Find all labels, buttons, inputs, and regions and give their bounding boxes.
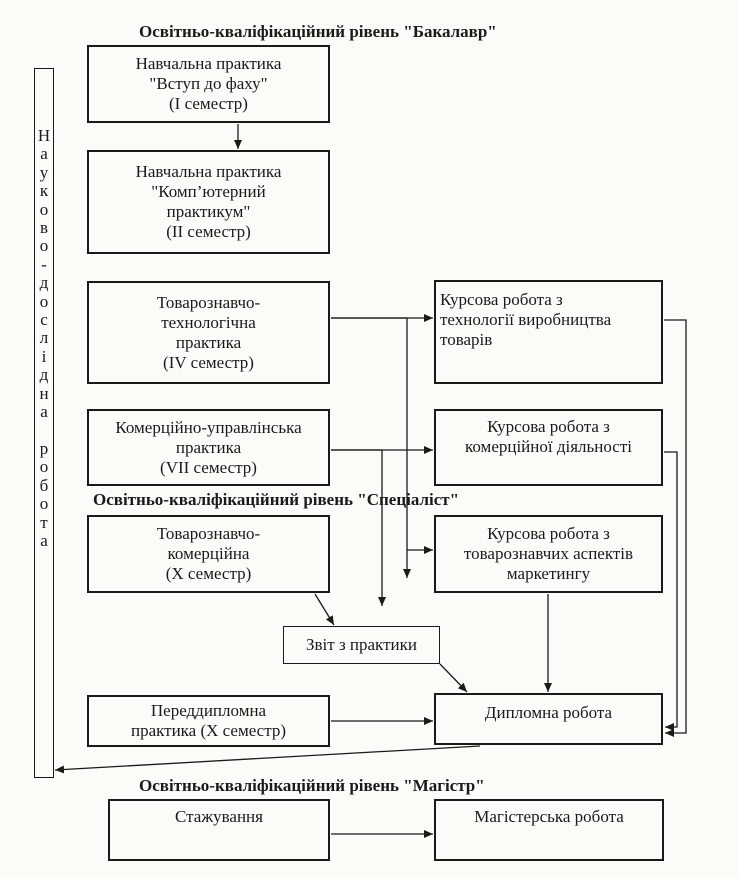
box-practice-report-label: Звіт з практики [306,635,417,654]
box-coursework-technology-label: Курсова робота з технології виробництва … [440,290,612,349]
research-work-vertical-box: Н а у к о в о - д о с л і д н а р о б о … [34,68,54,778]
arrow-report-to-diploma [439,663,468,693]
arrow-mgmtpractice-down [331,449,386,606]
box-master-thesis: Магістерська робота [434,799,664,861]
box-diploma-work: Дипломна робота [434,693,663,745]
box-coursework-marketing-label: Курсова робота з товарознавчих аспектів … [463,524,634,583]
box-coursework-commercial-label: Курсова робота з комерційної діяльності [464,417,632,456]
arrow-diploma-to-research [54,745,481,774]
box-intro-practice: Навчальна практика "Вступ до фаху" (I се… [87,45,330,123]
box-internship-label: Стажування [175,807,263,826]
box-coursework-technology: Курсова робота з технології виробництва … [434,280,663,384]
arrow-commercial-practice-to-report [314,593,335,626]
arrow-techpractice-down [331,317,411,578]
box-intro-practice-label: Навчальна практика "Вступ до фаху" (I се… [135,54,282,113]
box-internship: Стажування [108,799,330,861]
arrow-tech-coursework-to-diploma [664,319,687,737]
box-commodity-commercial-practice-label: Товарознавчо- комерційна (X семестр) [156,524,261,583]
box-practice-report: Звіт з практики [283,626,440,664]
box-master-thesis-label: Магістерська робота [474,807,624,826]
research-work-label: Н а у к о в о - д о с л і д н а р о б о … [37,126,51,550]
arrow-commercial-coursework-to-diploma [664,451,678,731]
box-commercial-mgmt-practice-label: Комерційно-управлінська практика (VII се… [115,417,302,477]
box-commodity-tech-practice-label: Товарознавчо- технологічна практика (IV … [156,292,261,372]
box-computer-practice-label: Навчальна практика "Комп’ютерний практик… [135,162,282,241]
heading-master: Освітньо-кваліфікаційний рівень "Магістр… [139,776,485,795]
box-commercial-mgmt-practice: Комерційно-управлінська практика (VII се… [87,409,330,486]
box-computer-practice: Навчальна практика "Комп’ютерний практик… [87,150,330,254]
box-prediploma-practice-label: Переддипломна практика (X семестр) [130,701,287,740]
box-diploma-work-label: Дипломна робота [484,703,613,722]
heading-specialist: Освітньо-кваліфікаційний рівень "Спеціал… [93,490,460,509]
box-coursework-commercial: Курсова робота з комерційної діяльності [434,409,663,486]
box-coursework-marketing: Курсова робота з товарознавчих аспектів … [434,515,663,593]
box-prediploma-practice: Переддипломна практика (X семестр) [87,695,330,747]
box-commodity-tech-practice: Товарознавчо- технологічна практика (IV … [87,281,330,384]
box-commodity-commercial-practice: Товарознавчо- комерційна (X семестр) [87,515,330,593]
heading-bachelor: Освітньо-кваліфікаційний рівень "Бакалав… [139,22,497,41]
